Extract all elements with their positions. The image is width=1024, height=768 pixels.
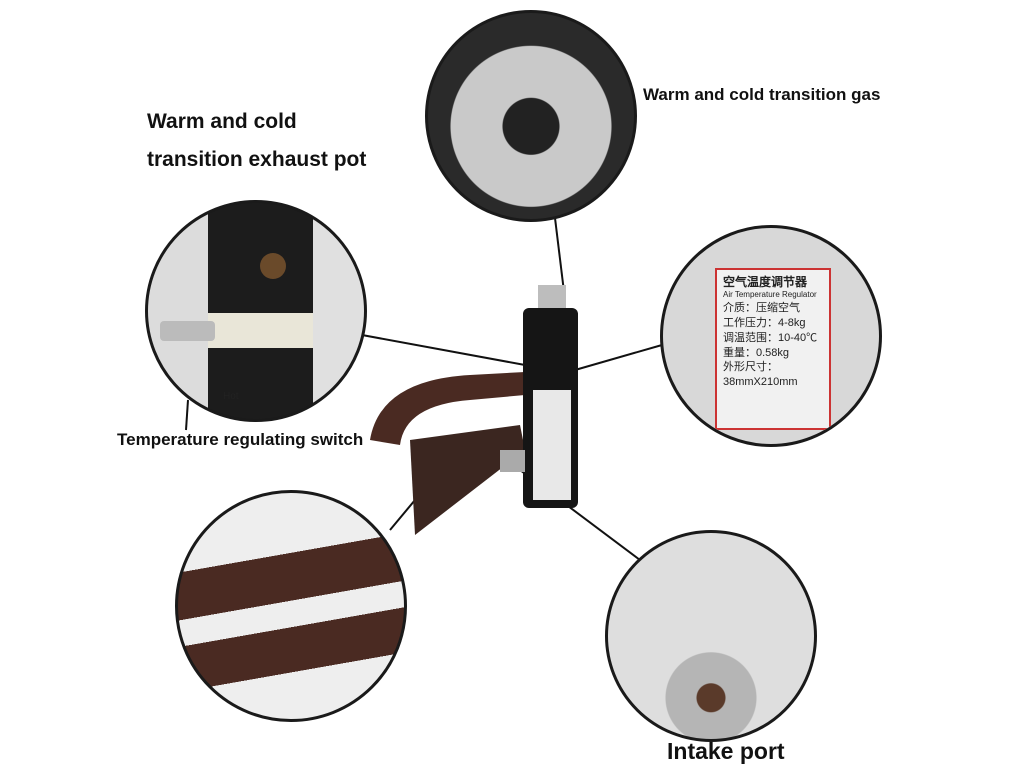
plate-pressure: 工作压力：4-8kg — [723, 316, 806, 329]
hot-marker: Hot — [223, 391, 239, 402]
detail-intake-port — [605, 530, 817, 742]
regulator-label — [533, 390, 571, 500]
switch-knob — [160, 321, 215, 341]
plate-dims-label: 外形尺寸： — [723, 361, 778, 374]
exhaust-hole — [260, 253, 286, 279]
plate-title-en: Air Temperature Regulator — [723, 290, 817, 300]
plate-range: 调温范围：10-40℃ — [723, 331, 818, 344]
leader-line-plate — [574, 344, 663, 371]
intake-fitting — [500, 450, 525, 472]
label-exhaust-line1: Warm and cold — [147, 110, 297, 133]
detail-nameplate: 空气温度调节器 Air Temperature Regulator 介质：压缩空… — [660, 225, 882, 447]
switch-ring — [208, 313, 313, 348]
label-exhaust-line2: transition exhaust pot — [147, 148, 367, 171]
plate-title-cn: 空气温度调节器 — [723, 275, 808, 289]
plate-dims: 38mmX210mm — [723, 376, 798, 389]
plate-weight: 重量：0.58kg — [723, 346, 790, 359]
strap-lower — [410, 425, 525, 535]
label-gas: Warm and cold transition gas — [643, 85, 881, 104]
strap — [370, 372, 525, 445]
leader-line-exhaust — [361, 334, 526, 366]
plate-medium: 介质：压缩空气 — [723, 301, 800, 314]
nameplate: 空气温度调节器 Air Temperature Regulator 介质：压缩空… — [715, 268, 831, 430]
detail-strap-buckle — [175, 490, 407, 722]
detail-exhaust-pot: Hot — [145, 200, 367, 422]
leader-line-switch — [185, 399, 189, 431]
top-thread — [538, 285, 566, 310]
label-switch: Temperature regulating switch — [117, 430, 364, 449]
label-intake: Intake port — [667, 738, 785, 764]
detail-top-outlet — [425, 10, 637, 222]
